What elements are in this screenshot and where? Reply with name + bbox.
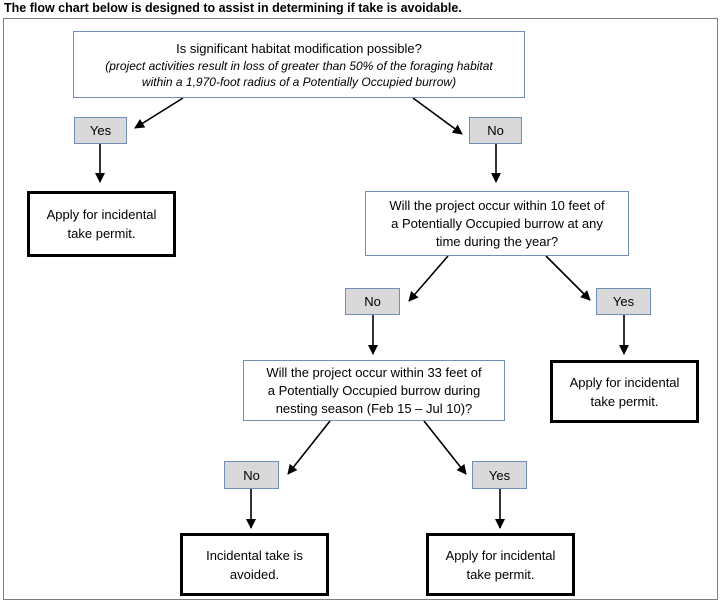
arrow-q2-to-yes	[545, 255, 591, 301]
arrow-q2-to-no	[408, 255, 449, 302]
question-detail-line1: (project activities result in loss of gr…	[105, 58, 493, 73]
question-line1: Will the project occur within 33 feet of	[266, 364, 482, 380]
arrow-q3-to-no	[287, 420, 331, 475]
question-line3: time during the year?	[435, 233, 559, 249]
question-detail-line2: within a 1,970-foot radius of a Potentia…	[141, 74, 457, 89]
question-line2: a Potentially Occupied burrow at any	[391, 215, 603, 231]
label-yes-q1: Yes	[74, 117, 127, 144]
result-line2: take permit.	[67, 226, 136, 241]
result-line1: Apply for incidental	[569, 374, 680, 390]
flowchart-caption: The flow chart below is designed to assi…	[4, 1, 462, 15]
arrow-q1-to-yes	[134, 97, 184, 129]
question-line3: nesting season (Feb 15 – Jul 10)?	[275, 400, 473, 416]
label-yes-q2: Yes	[596, 288, 651, 315]
arrow-q3-to-yes	[423, 420, 467, 475]
question-within-10-feet: Will the project occur within 10 feet of…	[365, 191, 629, 256]
question-title: Is significant habitat modification poss…	[176, 40, 422, 56]
question-within-33-feet: Will the project occur within 33 feet of…	[243, 360, 505, 421]
question-habitat-modification: Is significant habitat modification poss…	[73, 31, 525, 98]
label-no-q1: No	[469, 117, 522, 144]
question-line1: Will the project occur within 10 feet of	[389, 197, 605, 213]
result-line1: Apply for incidental	[46, 207, 157, 222]
result-apply-permit-2: Apply for incidental take permit.	[550, 360, 699, 423]
result-line2: avoided.	[229, 566, 280, 582]
result-take-avoided: Incidental take is avoided.	[180, 533, 329, 596]
label-yes-q3: Yes	[472, 461, 527, 489]
result-line1: Apply for incidental	[445, 547, 556, 563]
result-line1: Incidental take is	[206, 547, 303, 563]
label-no-q2: No	[345, 288, 400, 315]
result-line2: take permit.	[590, 393, 659, 409]
label-no-q3: No	[224, 461, 279, 489]
arrow-q1-to-no	[412, 97, 463, 135]
result-apply-permit-3: Apply for incidental take permit.	[426, 533, 575, 596]
question-line2: a Potentially Occupied burrow during	[267, 382, 481, 398]
flowchart-frame	[3, 18, 718, 600]
result-apply-permit-1: Apply for incidental take permit.	[27, 191, 176, 257]
result-line2: take permit.	[466, 566, 535, 582]
